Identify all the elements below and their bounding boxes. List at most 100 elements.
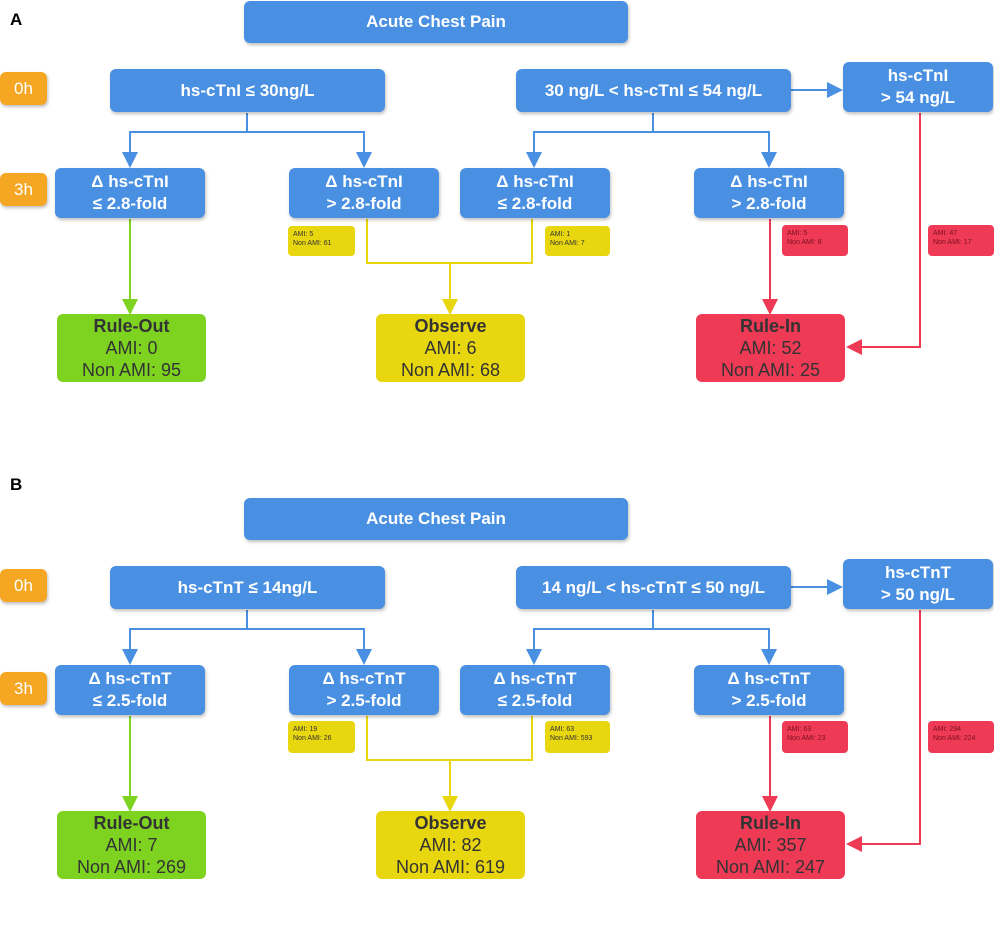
zero-mid-text: 14 ng/L < hs-cTnT ≤ 50 ng/L — [542, 577, 765, 597]
rule-in-ami: AMI: 357 — [734, 835, 807, 855]
observe-non-ami: Non AMI: 68 — [400, 360, 501, 380]
rule-in-non-ami: Non AMI: 247 — [715, 857, 826, 877]
rule-in-title: Rule-In — [740, 316, 801, 336]
delta-2-line1: Δ hs-cTnT — [322, 669, 406, 688]
title-text: Acute Chest Pain — [366, 12, 506, 31]
observe-title: Observe — [414, 316, 487, 336]
delta-box-3: Δ hs-cTnT ≤ 2.5-fold — [460, 665, 610, 715]
delta-3-line1: Δ hs-cTnT — [493, 669, 577, 688]
delta-2-line2: > 2.8-fold — [326, 194, 402, 213]
count-note-non-ami: Non AMI: 8 — [787, 239, 822, 246]
observe-ami: AMI: 82 — [419, 835, 482, 855]
title-box: Acute Chest Pain — [244, 498, 628, 540]
zero-right-box: hs-cTnT > 50 ng/L — [843, 559, 993, 609]
zero-left-box: hs-cTnI ≤ 30ng/L — [110, 69, 385, 112]
rule-out-box: Rule-Out AMI: 7 Non AMI: 269 — [57, 811, 206, 879]
observe-non-ami: Non AMI: 619 — [395, 857, 506, 877]
count-note-ami: AMI: 63 — [787, 726, 812, 733]
zero-right-line2: > 50 ng/L — [880, 585, 956, 604]
count-note-red-1: AMI: 5 Non AMI: 8 — [782, 225, 848, 256]
time-3h-badge: 3h — [0, 173, 47, 206]
delta-3-line1: Δ hs-cTnI — [496, 172, 574, 191]
count-note-non-ami: Non AMI: 61 — [293, 240, 332, 247]
count-note-non-ami: Non AMI: 593 — [550, 735, 593, 742]
count-note-non-ami: Non AMI: 26 — [293, 735, 332, 742]
count-note-red-2: AMI: 47 Non AMI: 17 — [928, 225, 994, 256]
count-note-ami: AMI: 1 — [550, 231, 571, 238]
flow-connectors — [122, 82, 921, 355]
count-note-ami: AMI: 294 — [933, 726, 962, 733]
count-note-ami: AMI: 19 — [293, 726, 318, 733]
delta-box-4: Δ hs-cTnI > 2.8-fold — [694, 168, 844, 218]
panel-label: A — [10, 10, 23, 29]
zero-left-text: hs-cTnT ≤ 14ng/L — [177, 577, 318, 597]
zero-mid-box: 30 ng/L < hs-cTnI ≤ 54 ng/L — [516, 69, 791, 112]
delta-4-line2: > 2.5-fold — [731, 691, 807, 710]
panel-b: B Acute Chest Pain 0h 3h hs-cTnT ≤ 14ng/… — [0, 475, 994, 937]
time-0h-text: 0h — [14, 78, 33, 98]
count-note-yellow-1: AMI: 5 Non AMI: 61 — [288, 226, 355, 256]
panel-a: A Acute Chest Pain 0h 3h hs-cTnI ≤ 30ng/… — [0, 0, 994, 440]
zero-left-box: hs-cTnT ≤ 14ng/L — [110, 566, 385, 609]
count-note-yellow-1: AMI: 19 Non AMI: 26 — [288, 721, 355, 753]
count-note-non-ami: Non AMI: 17 — [933, 239, 972, 246]
observe-box: Observe AMI: 82 Non AMI: 619 — [376, 811, 525, 879]
count-note-red-1: AMI: 63 Non AMI: 23 — [782, 721, 848, 753]
count-note-red-2: AMI: 294 Non AMI: 224 — [928, 721, 994, 753]
zero-right-box: hs-cTnI > 54 ng/L — [843, 62, 993, 112]
delta-1-line2: ≤ 2.5-fold — [92, 691, 168, 710]
rule-out-non-ami: Non AMI: 269 — [76, 857, 187, 877]
delta-2-line1: Δ hs-cTnI — [325, 172, 403, 191]
delta-3-line2: ≤ 2.8-fold — [497, 194, 573, 213]
time-0h-text: 0h — [14, 575, 33, 595]
rule-out-non-ami: Non AMI: 95 — [81, 360, 182, 380]
rule-out-title: Rule-Out — [93, 813, 170, 833]
observe-ami: AMI: 6 — [424, 338, 477, 358]
rule-in-non-ami: Non AMI: 25 — [720, 360, 821, 380]
count-note-non-ami: Non AMI: 23 — [787, 735, 826, 742]
title-text: Acute Chest Pain — [366, 509, 506, 528]
time-3h-text: 3h — [14, 179, 33, 199]
zero-right-line2: > 54 ng/L — [880, 88, 956, 107]
delta-3-line2: ≤ 2.5-fold — [497, 691, 573, 710]
count-note-yellow-2: AMI: 63 Non AMI: 593 — [545, 721, 610, 753]
delta-box-1: Δ hs-cTnI ≤ 2.8-fold — [55, 168, 205, 218]
rule-out-ami: AMI: 0 — [105, 338, 158, 358]
delta-box-1: Δ hs-cTnT ≤ 2.5-fold — [55, 665, 205, 715]
delta-4-line1: Δ hs-cTnI — [730, 172, 808, 191]
delta-2-line2: > 2.5-fold — [326, 691, 402, 710]
time-0h-badge: 0h — [0, 72, 47, 105]
observe-box: Observe AMI: 6 Non AMI: 68 — [376, 314, 525, 382]
count-note-non-ami: Non AMI: 7 — [550, 240, 585, 247]
observe-title: Observe — [414, 813, 487, 833]
rule-out-title: Rule-Out — [93, 316, 170, 336]
rule-in-ami: AMI: 52 — [739, 338, 802, 358]
rule-in-title: Rule-In — [740, 813, 801, 833]
zero-mid-text: 30 ng/L < hs-cTnI ≤ 54 ng/L — [544, 80, 763, 100]
zero-right-line1: hs-cTnI — [887, 66, 949, 85]
title-box: Acute Chest Pain — [244, 1, 628, 43]
rule-out-box: Rule-Out AMI: 0 Non AMI: 95 — [57, 314, 206, 382]
zero-mid-box: 14 ng/L < hs-cTnT ≤ 50 ng/L — [516, 566, 791, 609]
delta-box-2: Δ hs-cTnT > 2.5-fold — [289, 665, 439, 715]
count-note-yellow-2: AMI: 1 Non AMI: 7 — [545, 226, 610, 256]
count-note-ami: AMI: 5 — [293, 231, 314, 238]
delta-1-line1: Δ hs-cTnI — [91, 172, 169, 191]
rule-in-box: Rule-In AMI: 52 Non AMI: 25 — [696, 314, 845, 382]
time-3h-badge: 3h — [0, 672, 47, 705]
flow-connectors — [122, 579, 921, 852]
rule-in-box: Rule-In AMI: 357 Non AMI: 247 — [696, 811, 845, 879]
delta-1-line1: Δ hs-cTnT — [88, 669, 172, 688]
delta-4-line1: Δ hs-cTnT — [727, 669, 811, 688]
delta-box-2: Δ hs-cTnI > 2.8-fold — [289, 168, 439, 218]
zero-right-line1: hs-cTnT — [884, 563, 952, 582]
rule-out-ami: AMI: 7 — [105, 835, 158, 855]
count-note-ami: AMI: 47 — [933, 230, 958, 237]
delta-4-line2: > 2.8-fold — [731, 194, 807, 213]
zero-left-text: hs-cTnI ≤ 30ng/L — [180, 80, 315, 100]
count-note-ami: AMI: 5 — [787, 230, 808, 237]
time-0h-badge: 0h — [0, 569, 47, 602]
delta-box-4: Δ hs-cTnT > 2.5-fold — [694, 665, 844, 715]
count-note-non-ami: Non AMI: 224 — [933, 735, 976, 742]
delta-box-3: Δ hs-cTnI ≤ 2.8-fold — [460, 168, 610, 218]
